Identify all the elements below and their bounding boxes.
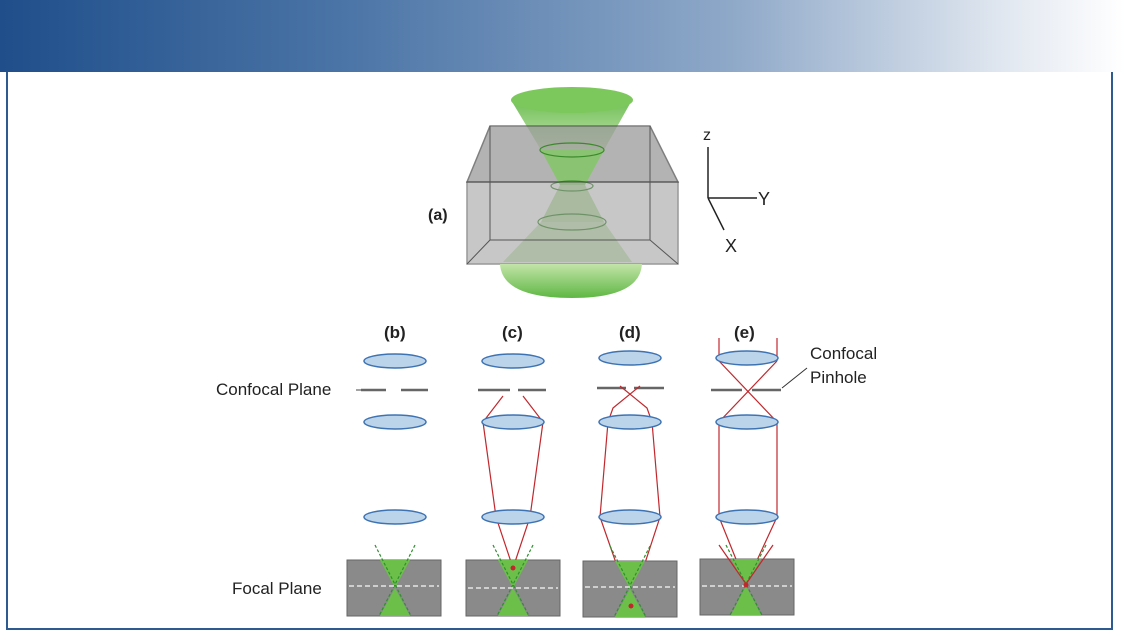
beam-top-ellipse [511,87,633,113]
panel-e-optics [699,338,795,616]
lens-b-2 [363,414,427,430]
lens-d-1 [598,350,662,366]
lens-c-3 [481,509,545,525]
lens-c-1 [481,353,545,369]
lens-d-2 [598,414,662,430]
lens-b-3 [363,509,427,525]
confocal-plane-label: Confocal Plane [216,380,331,399]
axis-y-label: Y [758,189,770,209]
panel-c-label: (c) [502,323,523,342]
axis-z-label: z [703,127,711,144]
lens-c-2 [481,414,545,430]
focal-plane-label: Focal Plane [232,579,322,598]
figure-frame [6,72,1113,630]
header-banner [0,0,1124,72]
pinhole-label-line2: Pinhole [810,368,867,387]
lens-d-3 [598,509,662,525]
lens-e-1 [715,350,779,366]
pinhole-label-line1: Confocal [810,344,877,363]
panel-b-optics [346,353,442,617]
panel-a-illustration: (a) [428,87,680,298]
axis-x-label: X [725,236,737,256]
panel-c-optics [465,353,561,617]
pinhole-pointer [781,367,808,389]
lens-e-3 [715,509,779,525]
coordinate-axes [707,147,757,231]
lower-beam-cone [500,264,642,298]
lens-e-2 [715,414,779,430]
box-front-face [466,181,679,265]
lens-b-1 [363,353,427,369]
panel-d-optics [582,350,678,618]
panel-b-label: (b) [384,323,406,342]
panel-e-label: (e) [734,323,755,342]
panel-d-label: (d) [619,323,641,342]
panel-a-label: (a) [428,207,448,224]
